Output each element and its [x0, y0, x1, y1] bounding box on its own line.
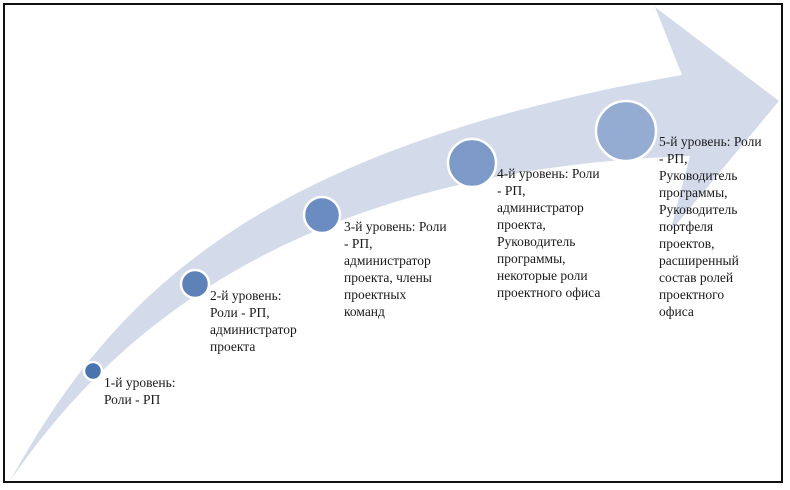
level-3-label: 3-й уровень: Роли - РП, администратор пр… — [344, 219, 447, 319]
level-2-marker — [179, 268, 211, 300]
level-3-marker — [302, 195, 342, 235]
level-1-marker — [82, 360, 104, 382]
level-2-label: 2-й уровень: Роли - РП, администратор пр… — [210, 288, 297, 354]
level-4-label: 4-й уровень: Роли - РП, администратор пр… — [497, 166, 601, 300]
growth-arrow — [10, 7, 779, 481]
level-1-label: 1-й уровень: Роли - РП — [104, 375, 176, 407]
level-4-marker — [446, 137, 498, 189]
level-5-marker — [594, 99, 658, 163]
level-5-label: 5-й уровень: Роли - РП, Руководитель про… — [659, 134, 762, 319]
